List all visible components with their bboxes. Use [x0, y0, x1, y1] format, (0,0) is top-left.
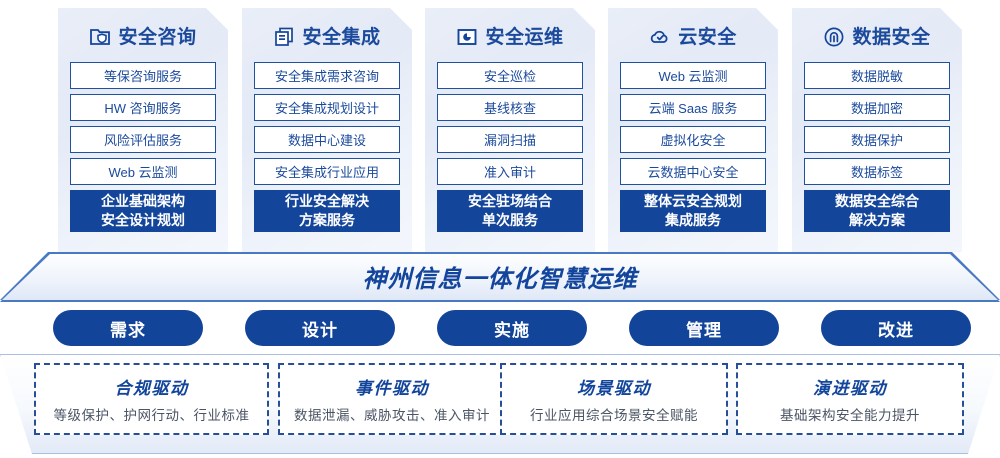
- cloud-check-icon: [649, 26, 671, 48]
- phase-pill-implementation[interactable]: 实施: [437, 310, 587, 346]
- service-item[interactable]: 等保咨询服务: [70, 62, 216, 89]
- monitor-chart-icon: [456, 26, 478, 48]
- driver-card-compliance[interactable]: 合规驱动 等级保护、护网行动、行业标准: [34, 363, 269, 435]
- service-item[interactable]: 数据保护: [804, 126, 950, 153]
- service-item[interactable]: 风险评估服务: [70, 126, 216, 153]
- service-item[interactable]: 云数据中心安全: [620, 158, 766, 185]
- driver-description: 行业应用综合场景安全赋能: [530, 408, 698, 423]
- capability-column-security-operations[interactable]: 安全运维 安全巡检 基线核查 漏洞扫描 准入审计 安全驻场结合 单次服务: [425, 8, 595, 252]
- primary-offering-line2: 安全设计规划: [101, 212, 185, 228]
- column-header: 安全集成: [242, 8, 412, 62]
- service-item[interactable]: 云端 Saas 服务: [620, 94, 766, 121]
- primary-offering-line1: 整体云安全规划: [644, 193, 742, 209]
- capability-column-security-consulting[interactable]: 安全咨询 等保咨询服务 HW 咨询服务 风险评估服务 Web 云监测 企业基础架…: [58, 8, 228, 252]
- column-header: 数据安全: [792, 8, 962, 62]
- service-item[interactable]: 数据加密: [804, 94, 950, 121]
- capability-column-data-security[interactable]: 数据安全 数据脱敏 数据加密 数据保护 数据标签 数据安全综合 解决方案: [792, 8, 962, 252]
- column-title: 数据安全: [852, 26, 931, 48]
- service-item-list: 等保咨询服务 HW 咨询服务 风险评估服务 Web 云监测 企业基础架构 安全设…: [58, 62, 228, 232]
- service-item[interactable]: 虚拟化安全: [620, 126, 766, 153]
- lifecycle-phase-row: 需求 设计 实施 管理 改进: [0, 310, 1000, 346]
- service-item-list: 安全集成需求咨询 安全集成规划设计 数据中心建设 安全集成行业应用 行业安全解决…: [242, 62, 412, 232]
- primary-offering-line2: 集成服务: [665, 212, 721, 228]
- service-item[interactable]: 安全集成规划设计: [254, 94, 400, 121]
- driver-title: 合规驱动: [114, 379, 189, 398]
- driver-description: 等级保护、护网行动、行业标准: [53, 408, 250, 423]
- phase-pill-requirements[interactable]: 需求: [53, 310, 203, 346]
- column-title: 安全集成: [302, 26, 381, 48]
- column-header: 安全咨询: [58, 8, 228, 62]
- service-item[interactable]: 数据中心建设: [254, 126, 400, 153]
- driver-title: 演进驱动: [813, 379, 887, 398]
- column-primary-offering[interactable]: 安全驻场结合 单次服务: [437, 190, 583, 232]
- primary-offering-line2: 方案服务: [299, 212, 355, 228]
- drivers-row: 合规驱动 等级保护、护网行动、行业标准 事件驱动 数据泄漏、威胁攻击、准入审计 …: [0, 354, 1000, 454]
- folder-shield-icon: [89, 26, 111, 48]
- service-item-list: 数据脱敏 数据加密 数据保护 数据标签 数据安全综合 解决方案: [792, 62, 962, 232]
- service-item[interactable]: 安全集成行业应用: [254, 158, 400, 185]
- service-item[interactable]: 基线核查: [437, 94, 583, 121]
- driver-card-scenario[interactable]: 场景驱动 行业应用综合场景安全赋能: [500, 363, 728, 435]
- column-title: 安全咨询: [118, 26, 197, 48]
- primary-offering-line1: 数据安全综合: [835, 193, 919, 209]
- column-primary-offering[interactable]: 行业安全解决 方案服务: [254, 190, 400, 232]
- driver-description: 数据泄漏、威胁攻击、准入审计: [294, 408, 490, 423]
- primary-offering-line1: 行业安全解决: [285, 193, 369, 209]
- stacked-documents-icon: [273, 26, 295, 48]
- driver-title: 场景驱动: [577, 379, 651, 398]
- column-primary-offering[interactable]: 整体云安全规划 集成服务: [620, 190, 766, 232]
- column-primary-offering[interactable]: 企业基础架构 安全设计规划: [70, 190, 216, 232]
- service-item-list: 安全巡检 基线核查 漏洞扫描 准入审计 安全驻场结合 单次服务: [425, 62, 595, 232]
- column-title: 安全运维: [485, 26, 564, 48]
- platform-banner: 神州信息一体化智慧运维: [0, 252, 1000, 302]
- service-item[interactable]: HW 咨询服务: [70, 94, 216, 121]
- service-item[interactable]: 数据脱敏: [804, 62, 950, 89]
- driver-card-evolution[interactable]: 演进驱动 基础架构安全能力提升: [736, 363, 964, 435]
- primary-offering-line2: 单次服务: [482, 212, 538, 228]
- primary-offering-line2: 解决方案: [849, 212, 905, 228]
- service-item[interactable]: 安全集成需求咨询: [254, 62, 400, 89]
- driver-description: 基础架构安全能力提升: [780, 408, 920, 423]
- column-primary-offering[interactable]: 数据安全综合 解决方案: [804, 190, 950, 232]
- capability-column-security-integration[interactable]: 安全集成 安全集成需求咨询 安全集成规划设计 数据中心建设 安全集成行业应用 行…: [242, 8, 412, 252]
- primary-offering-line1: 安全驻场结合: [468, 193, 552, 209]
- service-item[interactable]: 漏洞扫描: [437, 126, 583, 153]
- service-item[interactable]: 数据标签: [804, 158, 950, 185]
- service-item[interactable]: 准入审计: [437, 158, 583, 185]
- column-header: 安全运维: [425, 8, 595, 62]
- phase-pill-improvement[interactable]: 改进: [821, 310, 971, 346]
- capability-columns: 安全咨询 等保咨询服务 HW 咨询服务 风险评估服务 Web 云监测 企业基础架…: [0, 0, 1000, 256]
- service-item[interactable]: 安全巡检: [437, 62, 583, 89]
- phase-pill-management[interactable]: 管理: [629, 310, 779, 346]
- service-item[interactable]: Web 云监测: [70, 158, 216, 185]
- column-header: 云安全: [608, 8, 778, 62]
- column-title: 云安全: [678, 26, 737, 48]
- driver-title: 事件驱动: [355, 379, 429, 398]
- phase-pill-design[interactable]: 设计: [245, 310, 395, 346]
- service-item-list: Web 云监测 云端 Saas 服务 虚拟化安全 云数据中心安全 整体云安全规划…: [608, 62, 778, 232]
- primary-offering-line1: 企业基础架构: [101, 193, 185, 209]
- platform-banner-title: 神州信息一体化智慧运维: [362, 265, 638, 293]
- capability-column-cloud-security[interactable]: 云安全 Web 云监测 云端 Saas 服务 虚拟化安全 云数据中心安全 整体云…: [608, 8, 778, 252]
- fingerprint-icon: [823, 26, 845, 48]
- driver-card-incident[interactable]: 事件驱动 数据泄漏、威胁攻击、准入审计: [278, 363, 506, 435]
- service-item[interactable]: Web 云监测: [620, 62, 766, 89]
